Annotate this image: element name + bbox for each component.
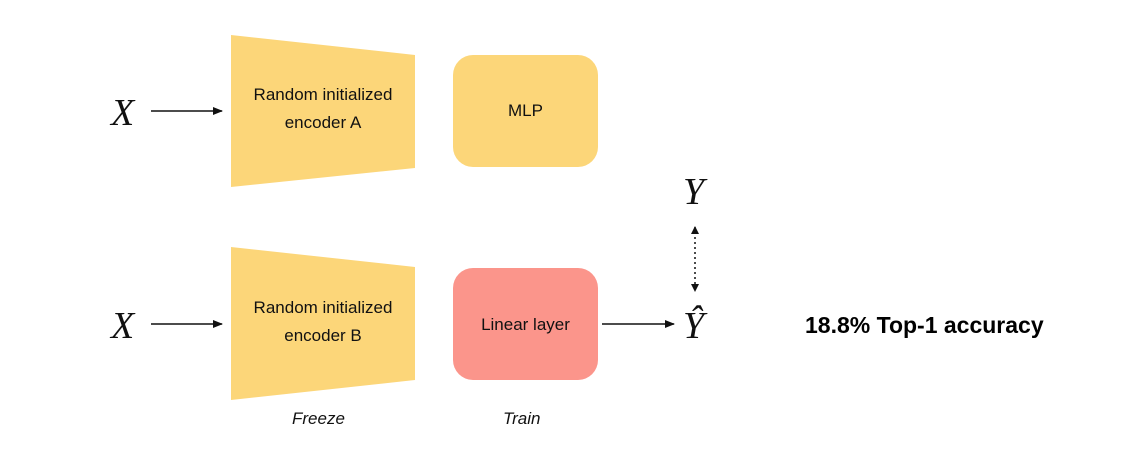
accuracy-result: 18.8% Top-1 accuracy: [805, 312, 1044, 338]
freeze-caption: Freeze: [292, 409, 345, 428]
mlp-box: [453, 55, 598, 167]
encoder-a-shape: [231, 35, 415, 187]
mlp-label: MLP: [508, 101, 543, 120]
linear-layer-label: Linear layer: [481, 315, 570, 334]
input-x-top: X: [111, 92, 135, 134]
train-caption: Train: [503, 409, 541, 428]
encoder-a-label: Random initialized encoder A: [231, 81, 415, 137]
target-y: Y: [683, 171, 705, 213]
encoder-b-label: Random initialized encoder B: [231, 294, 415, 350]
input-x-bottom: X: [111, 305, 135, 347]
encoder-b-line1: Random initialized: [253, 298, 393, 317]
prediction-y-hat: Ŷ: [683, 305, 705, 347]
linear-layer-box: [453, 268, 598, 380]
encoder-a-line1: Random initialized: [253, 85, 393, 104]
encoder-a-line2: encoder A: [284, 113, 362, 132]
encoder-b-shape: [231, 247, 415, 400]
encoder-b-line2: encoder B: [284, 326, 362, 345]
